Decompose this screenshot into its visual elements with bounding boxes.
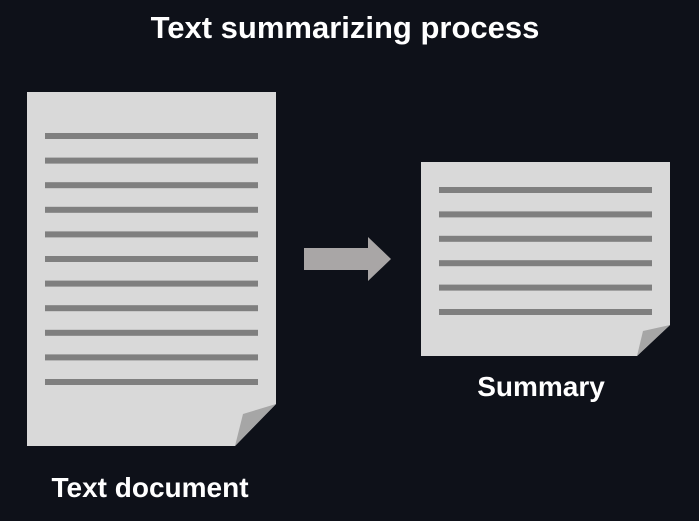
source-text-line bbox=[45, 354, 258, 361]
summary-document-icon bbox=[421, 162, 670, 356]
summary-text-line bbox=[439, 309, 652, 315]
source-text-line bbox=[45, 206, 258, 213]
source-document-icon bbox=[27, 92, 276, 446]
source-text-line bbox=[45, 256, 258, 262]
right-arrow-icon bbox=[304, 237, 391, 281]
summary-text-line bbox=[439, 187, 652, 193]
source-document-page-curl bbox=[235, 404, 276, 446]
summary-document-text-lines bbox=[439, 187, 652, 315]
summary-document-page-curl bbox=[637, 325, 670, 356]
summary-document-page bbox=[421, 162, 670, 356]
source-text-line bbox=[45, 157, 258, 164]
summary-label: Summary bbox=[477, 371, 605, 402]
diagram-title: Text summarizing process bbox=[151, 10, 540, 45]
source-text-line bbox=[45, 133, 258, 139]
summary-text-line bbox=[439, 284, 652, 291]
source-document-text-lines bbox=[45, 133, 258, 385]
summary-text-line bbox=[439, 235, 652, 242]
source-text-line bbox=[45, 379, 258, 385]
summary-text-line bbox=[439, 211, 652, 218]
source-text-line bbox=[45, 280, 258, 287]
source-text-line bbox=[45, 231, 258, 238]
summary-text-line bbox=[439, 260, 652, 267]
source-document-label: Text document bbox=[51, 472, 248, 503]
source-text-line bbox=[45, 305, 258, 312]
source-document-page bbox=[27, 92, 276, 446]
source-text-line bbox=[45, 182, 258, 189]
source-text-line bbox=[45, 329, 258, 336]
